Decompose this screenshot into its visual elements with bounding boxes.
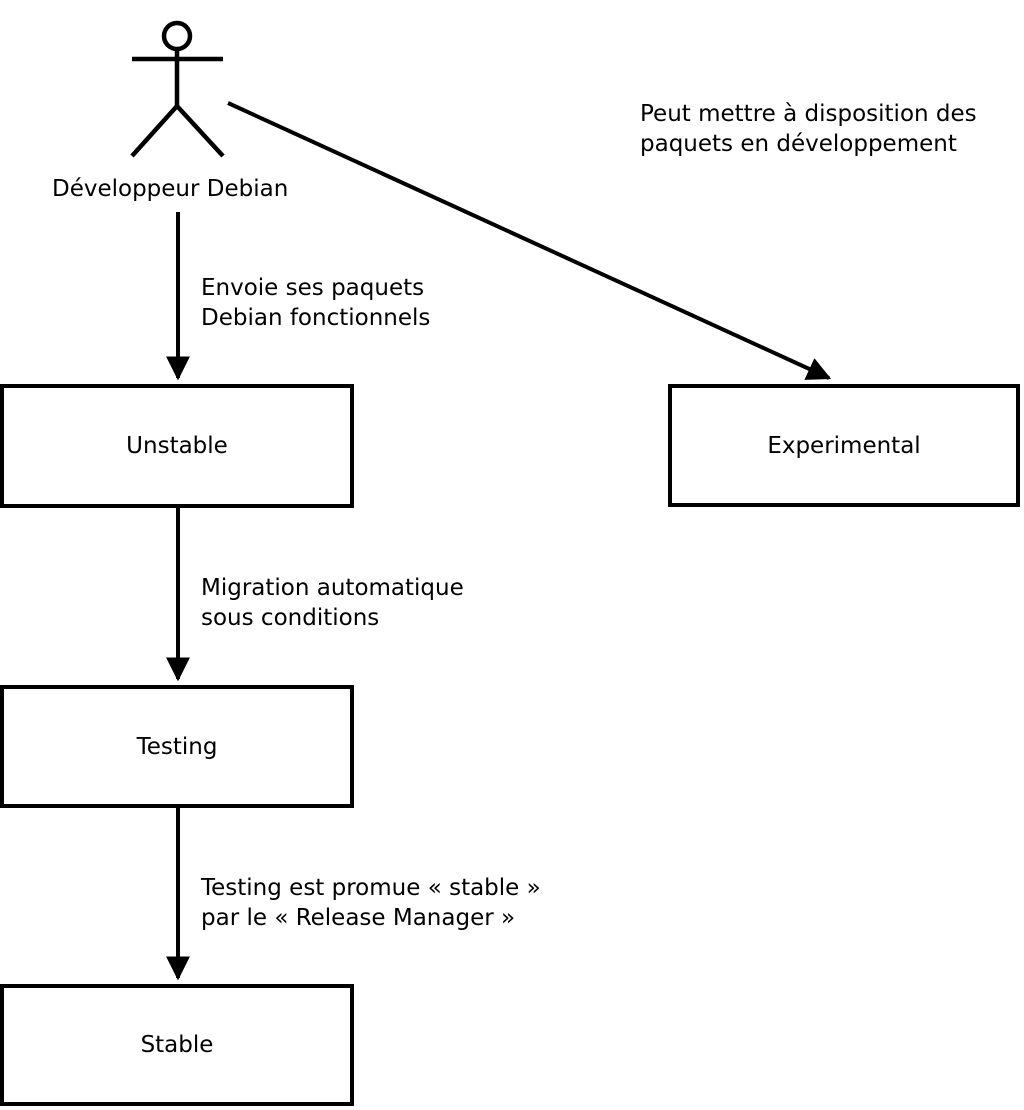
node-experimental-label: Experimental (767, 432, 921, 459)
node-stable: Stable (0, 984, 354, 1106)
actor-head (161, 20, 193, 52)
edge-label-testing-to-stable: Testing est promue « stable » par le « R… (201, 875, 541, 931)
node-testing-label: Testing (136, 733, 218, 760)
node-experimental: Experimental (668, 384, 1020, 507)
edge-label-dev-to-experimental: Peut mettre à disposition des paquets en… (640, 101, 977, 157)
node-testing: Testing (0, 685, 354, 808)
node-stable-label: Stable (140, 1032, 214, 1058)
actor-figure (130, 20, 225, 158)
actor-leg-right (175, 104, 225, 158)
actor-leg-left (130, 104, 179, 158)
edge-label-unstable-to-testing: Migration automatique sous conditions (201, 575, 464, 631)
node-unstable-label: Unstable (126, 433, 228, 459)
edge-label-dev-to-unstable: Envoie ses paquets Debian fonctionnels (201, 275, 431, 331)
node-unstable: Unstable (0, 384, 354, 508)
actor-label: Développeur Debian (52, 176, 289, 202)
